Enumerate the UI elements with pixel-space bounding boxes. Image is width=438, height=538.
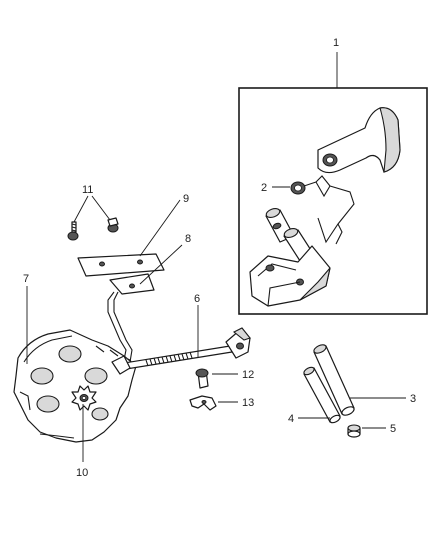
retaining-clip (189, 395, 217, 411)
callout-9-leader (139, 199, 181, 257)
short-pin (303, 366, 341, 424)
callout-3: 3 (410, 393, 416, 405)
long-pin (313, 344, 355, 416)
adjuster-link (107, 273, 155, 366)
callout-1: 1 (333, 37, 339, 49)
callout-2: 2 (261, 182, 267, 194)
mounting-screw (67, 221, 79, 241)
callout-11-leader (73, 195, 89, 223)
callout-6: 6 (194, 293, 200, 305)
adjuster-lever (317, 107, 401, 174)
callout-5: 5 (390, 423, 396, 435)
mounting-screw (107, 217, 119, 233)
callout-4: 4 (288, 413, 294, 425)
pivot-bolt (195, 368, 209, 389)
callout-11: 11 (82, 184, 93, 196)
callout-9: 9 (183, 193, 189, 205)
rod-threads (145, 351, 193, 367)
callout-7: 7 (23, 273, 29, 285)
callout-8-leader (139, 244, 183, 285)
spring-clip (290, 175, 355, 245)
gasket-plate (77, 253, 165, 277)
threaded-adjuster-rod (111, 327, 251, 375)
lever-bracket (249, 245, 331, 307)
backing-plate (13, 329, 137, 443)
star-wheel (71, 385, 97, 411)
callout-8: 8 (185, 233, 191, 245)
kit-inset-frame (238, 87, 428, 315)
callout-11-leader (91, 195, 111, 221)
callout-12: 12 (242, 369, 254, 381)
callout-10: 10 (76, 467, 88, 479)
callout-13: 13 (242, 397, 254, 409)
bushing (347, 424, 361, 438)
